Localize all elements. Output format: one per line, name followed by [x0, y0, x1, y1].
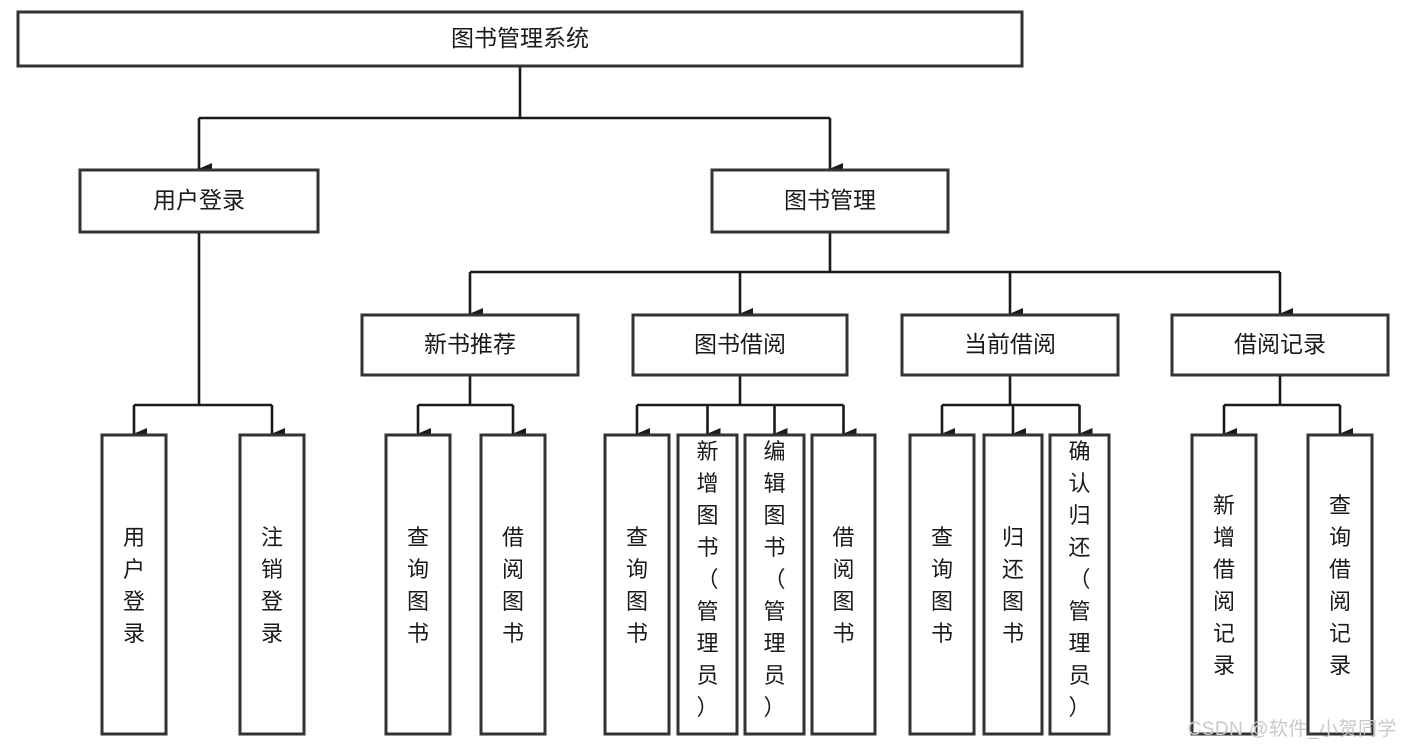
node-label-leaf-borrow-book: 借阅图书 — [832, 525, 854, 646]
node-box-user-login — [78, 168, 320, 234]
connector-lines — [132, 66, 1353, 440]
node-box-leaf-query-book-cur — [908, 433, 976, 736]
node-leaf-query-book-cur[interactable]: 查询图书 — [908, 433, 976, 736]
node-leaf-add-record[interactable]: 新增借阅记录 — [1190, 433, 1258, 736]
node-label-leaf-return-book: 归还图书 — [1002, 525, 1024, 646]
node-label-new-book-recommend: 新书推荐 — [424, 331, 516, 357]
node-box-leaf-query-record — [1306, 433, 1374, 736]
node-box-new-book-recommend — [360, 313, 580, 377]
node-leaf-logout[interactable]: 注销登录 — [238, 433, 306, 736]
node-label-leaf-add-book: 新增图书（管理员） — [696, 439, 718, 720]
node-box-borrow-record — [1170, 313, 1390, 377]
node-borrow-record[interactable]: 借阅记录 — [1170, 313, 1390, 377]
node-boxes: 图书管理系统用户登录图书管理新书推荐图书借阅当前借阅借阅记录用户登录注销登录查询… — [16, 10, 1390, 736]
node-label-user-login: 用户登录 — [153, 187, 245, 213]
node-label-leaf-confirm-return: 确认归还（管理员） — [1068, 439, 1090, 720]
node-label-current-borrow: 当前借阅 — [964, 331, 1056, 357]
node-box-leaf-edit-book — [743, 433, 806, 736]
node-leaf-borrow-book[interactable]: 借阅图书 — [810, 433, 877, 736]
node-leaf-query-record[interactable]: 查询借阅记录 — [1306, 433, 1374, 736]
node-label-leaf-borrow-book-rec: 借阅图书 — [502, 525, 524, 646]
node-box-leaf-confirm-return — [1048, 433, 1111, 736]
node-label-leaf-query-book-borrow: 查询图书 — [626, 525, 648, 646]
node-label-leaf-user-login: 用户登录 — [123, 525, 145, 646]
node-label-book-borrow: 图书借阅 — [694, 331, 786, 357]
node-box-leaf-borrow-book-rec — [479, 433, 547, 736]
node-box-leaf-query-book-rec — [384, 433, 452, 736]
node-root[interactable]: 图书管理系统 — [16, 10, 1024, 68]
node-book-manage[interactable]: 图书管理 — [710, 168, 950, 234]
node-label-leaf-query-book-cur: 查询图书 — [931, 525, 953, 646]
node-box-leaf-add-record — [1190, 433, 1258, 736]
node-leaf-query-book-rec[interactable]: 查询图书 — [384, 433, 452, 736]
node-box-leaf-add-book — [676, 433, 739, 736]
node-leaf-borrow-book-rec[interactable]: 借阅图书 — [479, 433, 547, 736]
node-box-book-manage — [710, 168, 950, 234]
node-box-leaf-query-book-borrow — [603, 433, 671, 736]
node-label-leaf-add-record: 新增借阅记录 — [1213, 493, 1235, 678]
node-label-leaf-edit-book: 编辑图书（管理员） — [763, 439, 785, 720]
node-label-leaf-logout: 注销登录 — [261, 525, 283, 646]
node-leaf-user-login[interactable]: 用户登录 — [100, 433, 168, 736]
node-box-current-borrow — [900, 313, 1120, 377]
node-box-book-borrow — [631, 313, 849, 377]
node-box-root — [16, 10, 1024, 68]
csdn-watermark: CSDN @软件_小贺同学 — [1187, 719, 1397, 740]
node-label-root: 图书管理系统 — [451, 25, 589, 51]
node-box-leaf-return-book — [982, 433, 1044, 736]
node-user-login[interactable]: 用户登录 — [78, 168, 320, 234]
node-leaf-add-book[interactable]: 新增图书（管理员） — [676, 433, 739, 736]
node-current-borrow[interactable]: 当前借阅 — [900, 313, 1120, 377]
node-box-leaf-logout — [238, 433, 306, 736]
node-label-leaf-query-record: 查询借阅记录 — [1329, 493, 1351, 678]
node-book-borrow[interactable]: 图书借阅 — [631, 313, 849, 377]
node-new-book-recommend[interactable]: 新书推荐 — [360, 313, 580, 377]
node-label-book-manage: 图书管理 — [784, 187, 876, 213]
node-box-leaf-borrow-book — [810, 433, 877, 736]
node-label-borrow-record: 借阅记录 — [1234, 331, 1326, 357]
node-box-leaf-user-login — [100, 433, 168, 736]
node-label-leaf-query-book-rec: 查询图书 — [407, 525, 429, 646]
node-leaf-return-book[interactable]: 归还图书 — [982, 433, 1044, 736]
node-leaf-confirm-return[interactable]: 确认归还（管理员） — [1048, 433, 1111, 736]
node-leaf-edit-book[interactable]: 编辑图书（管理员） — [743, 433, 806, 736]
node-leaf-query-book-borrow[interactable]: 查询图书 — [603, 433, 671, 736]
